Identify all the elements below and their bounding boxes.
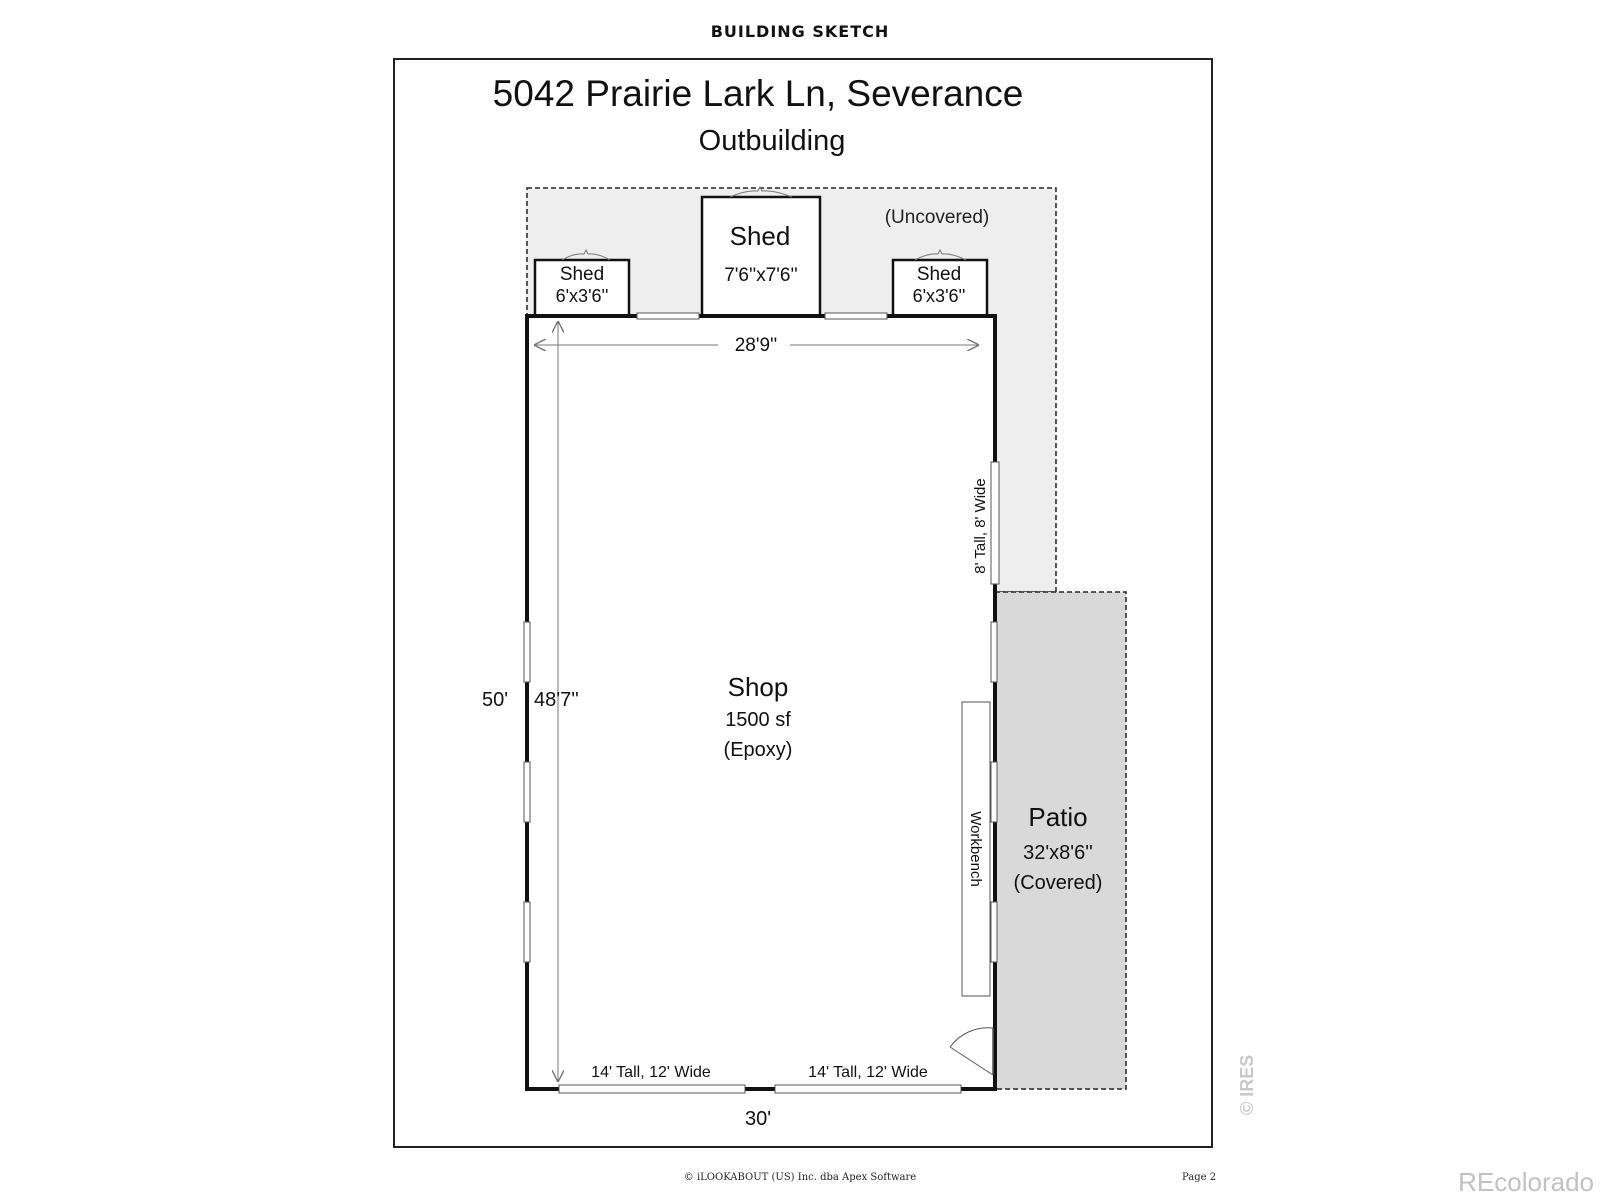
side-door	[990, 461, 1000, 585]
footer-copyright: © iLOOKABOUT (US) Inc. dba Apex Software	[683, 1172, 917, 1183]
garage-door-left	[558, 1084, 746, 1094]
entry-door	[949, 1027, 994, 1076]
garage-door-right	[774, 1084, 962, 1094]
ires-watermark: © IRES	[1237, 1054, 1257, 1115]
outer-length-label: 50'	[482, 689, 508, 711]
patio-name: Patio	[1028, 802, 1087, 832]
shop-area-label: 1500 sf	[725, 709, 791, 731]
garage-door-right-label: 14' Tall, 12' Wide	[808, 1064, 928, 1081]
patio-size: 32'x8'6''	[1023, 842, 1093, 864]
inner-width-label: 28'9''	[735, 335, 778, 356]
shed-right-name: Shed	[917, 264, 961, 285]
shed-center-size: 7'6''x7'6''	[724, 265, 798, 286]
right-window-1	[990, 621, 998, 683]
workbench-label: Workbench	[967, 811, 984, 887]
page-title: BUILDING SKETCH	[710, 22, 890, 41]
shop-finish: (Epoxy)	[724, 739, 793, 761]
shed-right-size: 6'x3'6''	[913, 286, 966, 306]
right-window-2	[990, 761, 998, 823]
patio-cover: (Covered)	[1014, 872, 1103, 894]
recolorado-watermark: REcolorado	[1458, 1167, 1594, 1197]
shop-name: Shop	[728, 672, 789, 702]
top-window-left	[636, 312, 700, 320]
right-window-3	[990, 901, 998, 963]
footer-page-number: Page 2	[1182, 1172, 1217, 1183]
shed-right	[891, 248, 989, 318]
shed-left	[533, 248, 631, 318]
left-window-1	[523, 621, 531, 683]
garage-door-left-label: 14' Tall, 12' Wide	[591, 1064, 711, 1081]
uncovered-label: (Uncovered)	[885, 207, 990, 228]
workbench	[961, 701, 991, 997]
shed-left-name: Shed	[560, 264, 604, 285]
sketch-address: 5042 Prairie Lark Ln, Severance	[493, 73, 1024, 114]
sketch-frame	[393, 58, 1213, 1148]
left-window-3	[523, 901, 531, 963]
side-door-label: 8' Tall, 8' Wide	[972, 478, 989, 574]
shed-center	[700, 185, 822, 318]
shed-center-name: Shed	[730, 221, 791, 251]
inner-length-label: 48'7''	[534, 689, 579, 711]
top-window-right	[824, 312, 888, 320]
left-window-2	[523, 761, 531, 823]
patio-area	[994, 591, 1127, 1090]
shed-left-size: 6'x3'6''	[556, 286, 609, 306]
outer-width-label: 30'	[745, 1108, 771, 1130]
shop-area	[525, 314, 997, 1091]
sketch-subtitle: Outbuilding	[699, 125, 846, 157]
